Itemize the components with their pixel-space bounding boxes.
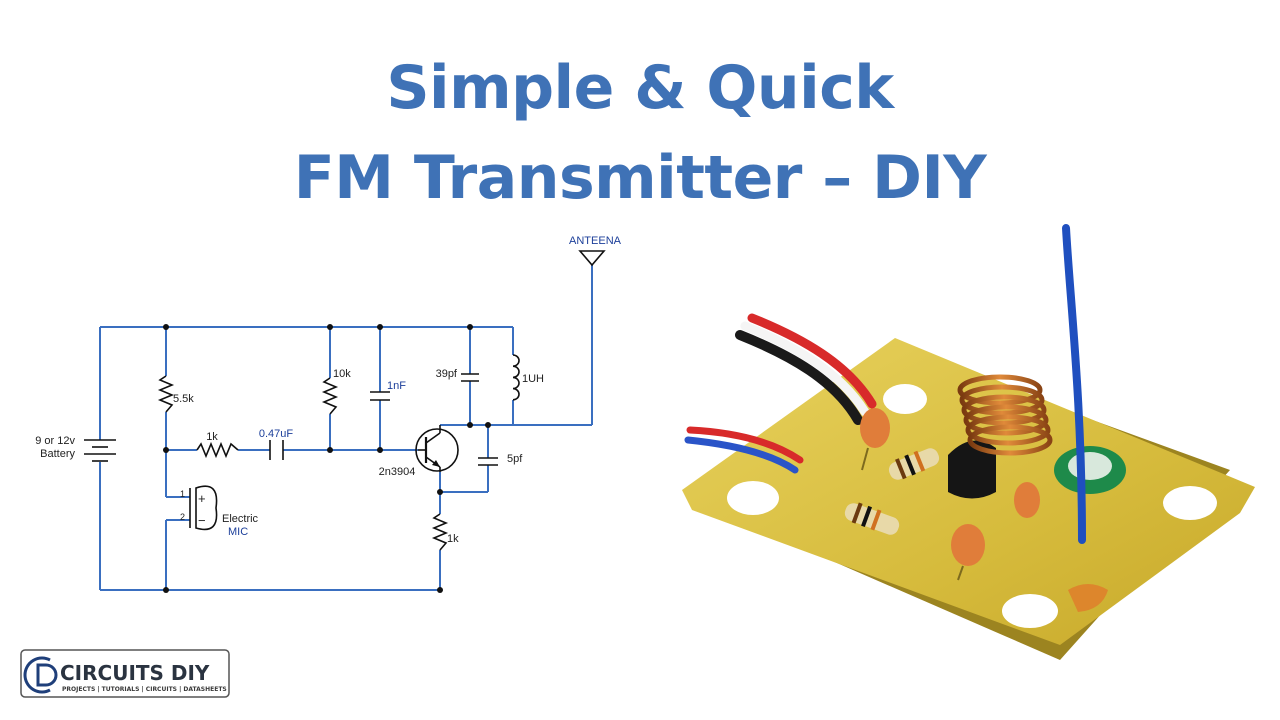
- mount-hole-3: [1163, 486, 1217, 520]
- r4-label: 1k: [447, 533, 459, 545]
- mic-label-1: Electric: [222, 513, 259, 525]
- r1-label: 5.5k: [173, 393, 194, 405]
- logo-frame: [20, 649, 230, 698]
- r3-label: 10k: [333, 368, 351, 380]
- emitter-arrow: [432, 460, 440, 467]
- battery-label-1: 9 or 12v: [35, 435, 75, 447]
- mic-pin-1: 1: [180, 489, 185, 499]
- c1-label: 0.47uF: [259, 428, 294, 440]
- battery-label-2: Battery: [40, 448, 75, 460]
- c2-label: 1nF: [387, 380, 406, 392]
- capacitor-leads: [861, 447, 964, 581]
- logo-icon: [23, 656, 58, 694]
- mount-hole-1: [883, 384, 927, 414]
- antenna-label: ANTEENA: [569, 235, 622, 247]
- pcb-marking: [1068, 584, 1108, 612]
- junction-dots: [163, 324, 491, 593]
- title-line-1: Simple & Quick: [386, 53, 894, 123]
- components: [84, 250, 606, 551]
- logo-tagline: PROJECTS | TUTORIALS | CIRCUITS | DATASH…: [62, 686, 227, 693]
- r2-label: 1k: [206, 431, 218, 443]
- pcb-transistor: [948, 440, 996, 499]
- mic-label-2: MIC: [228, 526, 248, 538]
- mic-pin-2: 2: [180, 512, 185, 522]
- l1-label: 1UH: [522, 373, 544, 385]
- pcb-coil: [957, 374, 1053, 456]
- title-line-2: FM Transmitter – DIY: [293, 143, 987, 213]
- c3-label: 39pf: [436, 368, 458, 380]
- supply-wires: [684, 313, 877, 474]
- mic-plus: +: [198, 491, 206, 506]
- logo-brand: CIRCUITS DIY: [60, 661, 210, 685]
- antenna-wire: [1062, 224, 1086, 544]
- transistor-label: 2n3904: [379, 466, 416, 478]
- mount-hole-2: [727, 481, 779, 515]
- mount-hole-4: [1002, 594, 1058, 628]
- mic-minus: −: [198, 513, 206, 528]
- c4-label: 5pf: [507, 453, 523, 465]
- ceramic-capacitors: [860, 408, 1040, 566]
- resistors: [844, 448, 940, 535]
